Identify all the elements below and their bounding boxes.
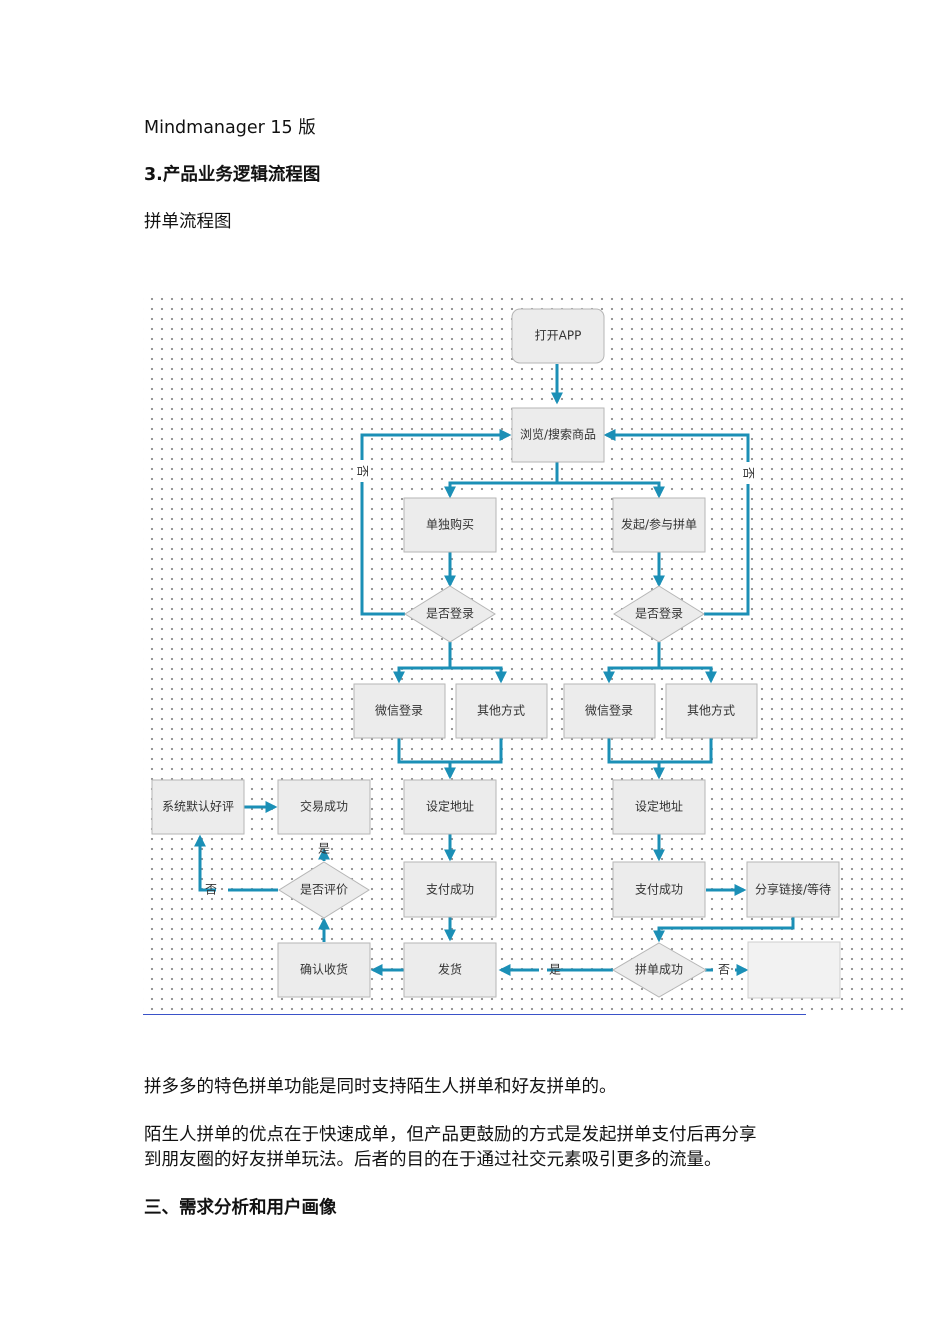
no-label-left: 否 <box>356 465 370 477</box>
node-share-wait: 分享链接/等待 <box>746 861 840 918</box>
node-wechat-login-left-label: 微信登录 <box>375 703 423 718</box>
node-share-wait-label: 分享链接/等待 <box>755 882 831 897</box>
node-default-review-label: 系统默认好评 <box>162 799 234 814</box>
node-ship-label: 发货 <box>438 962 462 977</box>
decision-login-left-label: 是否登录 <box>426 606 474 621</box>
flowchart-connectors <box>194 364 795 976</box>
flowchart-svg: 打开APP 浏览/搜索商品 单独购买 发起/参与拼单 是否登录 是否登录 微信登… <box>151 308 841 999</box>
node-pay-success-right: 支付成功 <box>612 861 706 918</box>
software-version-line: Mindmanager 15 版 <box>144 118 316 138</box>
paragraph-feature: 拼多多的特色拼单功能是同时支持陌生人拼单和好友拼单的。 <box>144 1077 617 1097</box>
node-trade-success: 交易成功 <box>277 779 371 835</box>
node-wechat-login-right: 微信登录 <box>563 683 656 739</box>
node-set-address-left: 设定地址 <box>403 779 497 835</box>
node-open-app-label: 打开APP <box>535 329 582 343</box>
node-ship: 发货 <box>403 942 497 998</box>
yes-label-review: 是 <box>318 842 330 856</box>
node-wechat-login-left: 微信登录 <box>353 683 446 739</box>
node-pay-success-right-label: 支付成功 <box>635 883 683 897</box>
node-confirm-receipt: 确认收货 <box>277 942 371 998</box>
node-set-address-right-label: 设定地址 <box>635 799 683 814</box>
no-label-right: 否 <box>742 467 756 479</box>
node-browse-search: 浏览/搜索商品 <box>511 407 605 463</box>
node-set-address-right: 设定地址 <box>612 779 706 835</box>
paragraph-strangers-line2: 到朋友圈的好友拼单玩法。后者的目的在于通过社交元素吸引更多的流量。 <box>144 1150 722 1170</box>
node-pay-success-left: 支付成功 <box>403 861 497 918</box>
node-group-buy: 发起/参与拼单 <box>612 497 706 553</box>
decision-group-success-label: 拼单成功 <box>635 963 683 977</box>
flowchart-subheading: 拼单流程图 <box>144 212 232 232</box>
yes-label-group: 是 <box>549 963 561 977</box>
node-other-method-left-label: 其他方式 <box>477 703 525 718</box>
node-other-method-left: 其他方式 <box>455 683 548 739</box>
decision-review: 是否评价 <box>278 861 370 919</box>
node-buy-alone: 单独购买 <box>403 497 497 553</box>
decision-review-label: 是否评价 <box>300 883 348 897</box>
flowchart-figure: 打开APP 浏览/搜索商品 单独购买 发起/参与拼单 是否登录 是否登录 微信登… <box>143 290 908 1014</box>
figure-underline <box>143 1014 806 1015</box>
node-wechat-login-right-label: 微信登录 <box>585 703 633 718</box>
decision-login-right-label: 是否登录 <box>635 606 683 621</box>
node-faded-partial <box>747 941 841 999</box>
section-heading-requirements: 三、需求分析和用户画像 <box>144 1198 337 1218</box>
node-buy-alone-label: 单独购买 <box>426 517 474 532</box>
section-heading-flowchart: 3.产品业务逻辑流程图 <box>144 165 321 185</box>
node-browse-search-label: 浏览/搜索商品 <box>520 427 596 442</box>
node-confirm-receipt-label: 确认收货 <box>300 962 348 977</box>
node-set-address-left-label: 设定地址 <box>426 799 474 814</box>
decision-login-left: 是否登录 <box>404 585 496 643</box>
decision-group-success: 拼单成功 <box>612 942 708 998</box>
node-default-review: 系统默认好评 <box>151 779 245 835</box>
no-label-group: 否 <box>718 963 730 977</box>
node-open-app: 打开APP <box>511 308 605 364</box>
node-group-buy-label: 发起/参与拼单 <box>621 517 697 532</box>
node-other-method-right-label: 其他方式 <box>687 703 735 718</box>
node-other-method-right: 其他方式 <box>665 683 758 739</box>
no-label-review: 否 <box>205 883 217 897</box>
node-pay-success-left-label: 支付成功 <box>426 883 474 897</box>
decision-login-right: 是否登录 <box>613 585 705 643</box>
node-trade-success-label: 交易成功 <box>300 799 348 814</box>
paragraph-strangers-line1: 陌生人拼单的优点在于快速成单，但产品更鼓励的方式是发起拼单支付后再分享 <box>144 1125 757 1145</box>
